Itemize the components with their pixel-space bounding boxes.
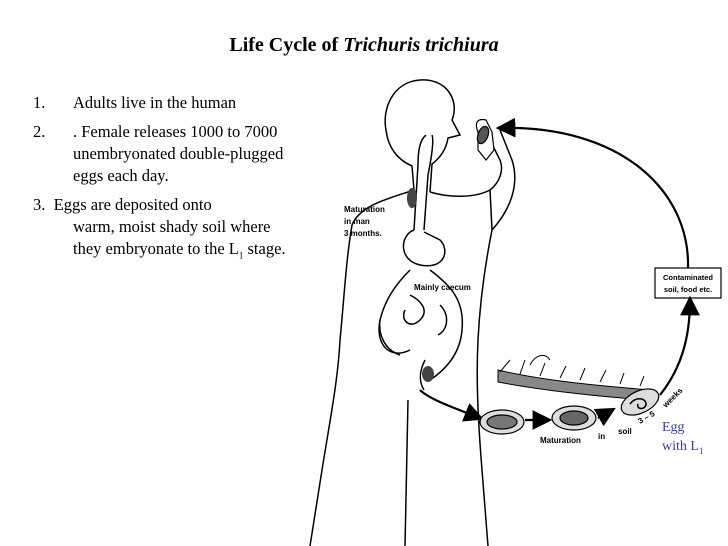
egg-with-larva-icon: [620, 388, 660, 416]
maturation-man-line-3: 3 months.: [344, 229, 382, 238]
soil-illustration: [497, 354, 651, 401]
hand-icon: [475, 118, 495, 161]
arrow-to-soil: [419, 389, 485, 422]
maturation-man-line-1: Maturation: [344, 205, 385, 214]
step-1: 1. Adults live in the human: [33, 93, 237, 112]
maturation-soil-soil: soil: [618, 427, 632, 436]
maturation-soil-label: Maturation: [540, 436, 581, 445]
step-2: 2. . Female releases 1000 to 7000 unembr…: [33, 122, 284, 185]
contaminated-line-2: soil, food etc.: [664, 285, 712, 294]
egg-with-l1-label: Egg with L1: [662, 420, 704, 456]
arrow-egg-2: [593, 407, 616, 427]
page-title: Life Cycle of Trichuris trichiura: [229, 34, 499, 56]
mainly-caecum-label: Mainly caecum: [414, 283, 471, 292]
digestive-tract: [378, 134, 464, 391]
egg-stages: [479, 388, 660, 435]
worm-in-stomach-icon: [407, 188, 417, 208]
maturation-man-line-2: in man: [344, 217, 370, 226]
contaminated-line-1: Contaminated: [663, 273, 713, 282]
human-body-outline: [309, 79, 516, 546]
steps-list: 1. Adults live in the human 2. . Female …: [33, 92, 295, 273]
contaminated-box: [654, 267, 722, 299]
step-3: 3. Eggs are deposited onto warm, moist s…: [33, 195, 286, 261]
arrow-to-contaminated: [659, 295, 700, 396]
maturation-soil-in: in: [598, 432, 605, 441]
arrow-to-mouth: [495, 117, 690, 269]
species-name: Trichuris trichiura: [343, 34, 499, 56]
worm-in-colon-icon: [422, 366, 434, 382]
